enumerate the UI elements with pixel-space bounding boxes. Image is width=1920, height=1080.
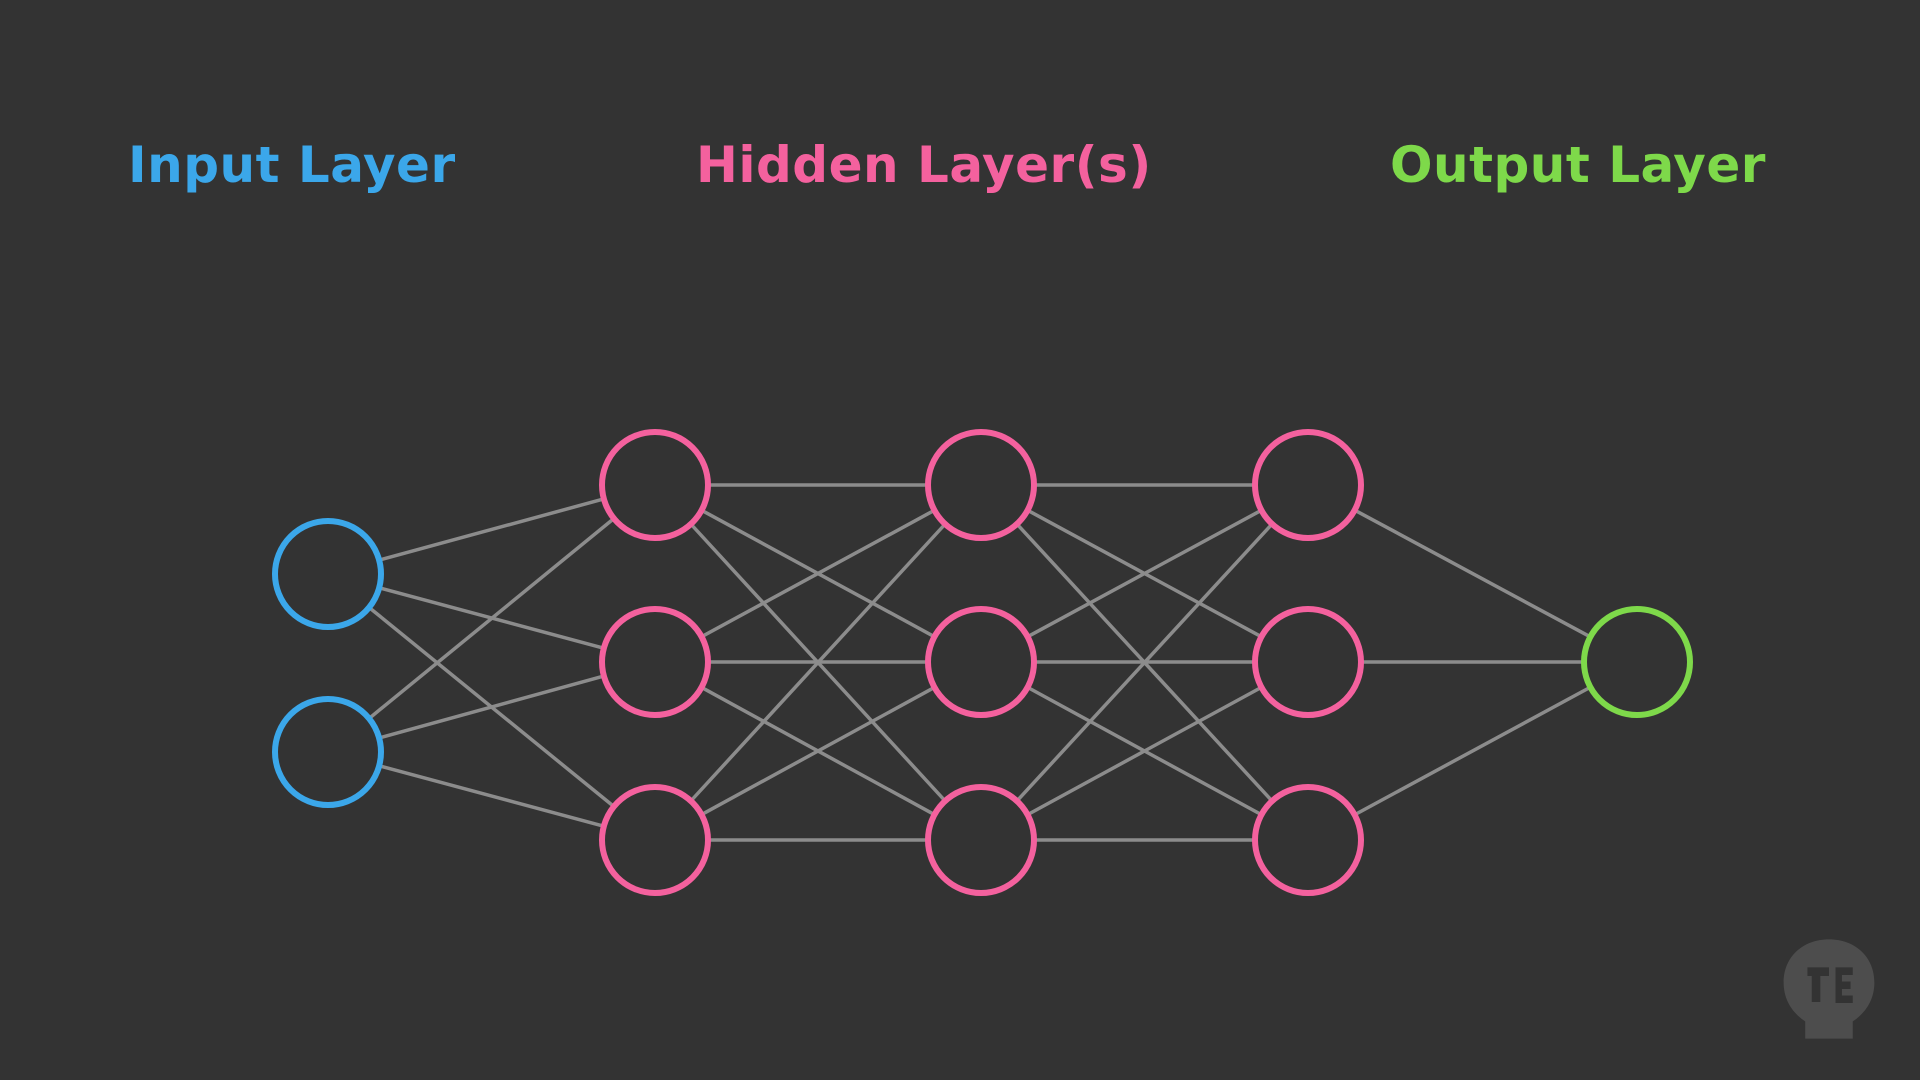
connection-edges xyxy=(369,483,1590,842)
node-hidden-3-1[interactable] xyxy=(1252,429,1364,541)
node-hidden-2-2[interactable] xyxy=(925,606,1037,718)
connection-edge xyxy=(702,509,934,638)
connection-edge xyxy=(369,518,614,719)
node-hidden-2-1[interactable] xyxy=(925,429,1037,541)
node-hidden-1-3[interactable] xyxy=(599,784,711,896)
node-output-1[interactable] xyxy=(1581,606,1693,718)
connection-edge xyxy=(1355,509,1590,638)
connection-edge xyxy=(380,764,603,828)
node-hidden-3-2[interactable] xyxy=(1252,606,1364,718)
hidden-layer-label: Hidden Layer(s) xyxy=(696,136,1152,194)
connection-edge xyxy=(380,675,603,739)
output-layer-label: Output Layer xyxy=(1390,136,1766,194)
connection-edge xyxy=(1028,509,1261,638)
node-input-1[interactable] xyxy=(272,518,384,630)
treehouse-logo-watermark xyxy=(1783,939,1875,1039)
connection-edge xyxy=(691,524,945,801)
node-hidden-2-3[interactable] xyxy=(925,784,1037,896)
node-hidden-3-3[interactable] xyxy=(1252,784,1364,896)
connection-edge xyxy=(1017,524,1272,801)
node-hidden-1-2[interactable] xyxy=(599,606,711,718)
connection-edge xyxy=(1028,687,1261,815)
connection-edge xyxy=(702,687,934,815)
connection-edge xyxy=(1355,686,1590,816)
node-hidden-1-1[interactable] xyxy=(599,429,711,541)
connection-edge xyxy=(380,497,603,562)
input-layer-label: Input Layer xyxy=(128,136,456,194)
node-input-2[interactable] xyxy=(272,696,384,808)
network-nodes xyxy=(272,429,1693,896)
